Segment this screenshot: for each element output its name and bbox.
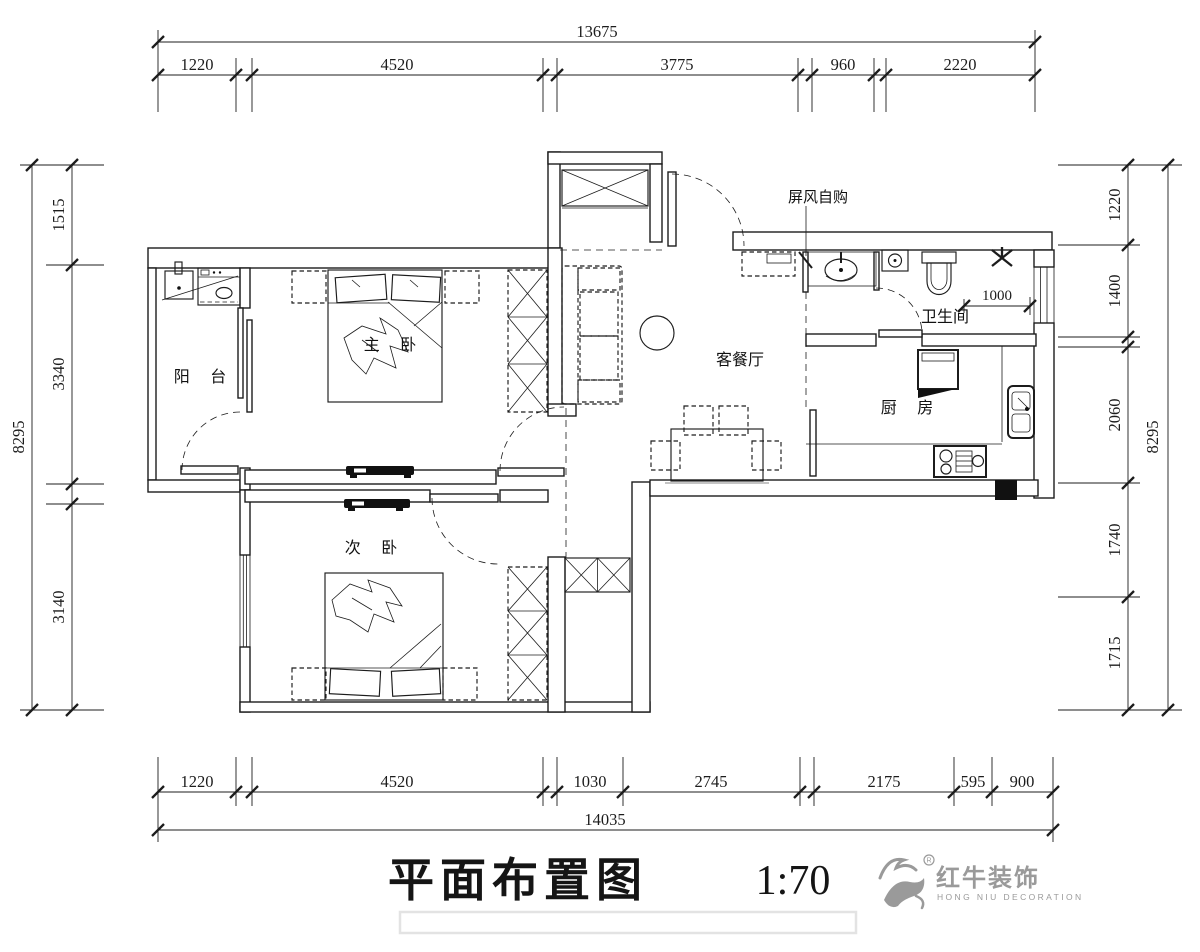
screen-note-leader	[798, 206, 813, 269]
washing-machine	[197, 267, 241, 306]
bathroom-washer	[881, 249, 909, 272]
round-side-table	[639, 315, 675, 351]
registered-mark-circle	[923, 854, 935, 866]
second-bedroom-door	[429, 493, 499, 565]
drawing-title: 平面布置图	[388, 854, 648, 906]
dim-bottom-overall: 14035	[584, 810, 625, 829]
bathroom-vanity	[807, 251, 877, 287]
kitchen-counter	[806, 346, 1003, 445]
room-label-kitchen: 厨 房	[881, 399, 941, 417]
room-label-bathroom: 卫生间	[921, 308, 969, 326]
master-bedroom-door	[497, 406, 565, 477]
dim-bot-6: 595	[961, 772, 986, 791]
dim-bot-4: 2745	[695, 772, 728, 791]
dimension-chain-left: 1515 3340 3140 8295	[9, 158, 104, 717]
footer-empty-box	[398, 910, 858, 935]
window-second-bedroom	[239, 554, 251, 648]
master-tv-stand	[346, 466, 414, 478]
balcony-sink	[161, 261, 239, 301]
master-nightstand-right	[444, 270, 480, 304]
second-tv-stand	[344, 499, 410, 511]
dim-bot-7: 900	[1010, 772, 1035, 791]
dim-top-2: 4520	[381, 55, 414, 74]
dimension-chain-top: 13675 1220 4520 3775 960 2220	[151, 22, 1042, 112]
brand-logo: R 红牛装饰 HONG NIU DECORATION	[878, 854, 1084, 910]
top-ticks	[151, 35, 1042, 82]
bull-icon	[878, 857, 925, 910]
dim-bot-1: 1220	[181, 772, 214, 791]
second-nightstand-left	[291, 667, 327, 701]
room-label-master-bedroom: 主 卧	[364, 336, 424, 354]
dim-right-1: 1220	[1105, 189, 1124, 222]
dim-top-overall: 13675	[576, 22, 617, 41]
dim-right-overall: 8295	[1143, 421, 1162, 454]
right-ticks	[1121, 158, 1175, 717]
dim-left-3: 3140	[49, 591, 68, 624]
bathroom-door	[875, 287, 923, 338]
screen-note-label: 屏风自购	[788, 189, 848, 206]
dim-top-5: 2220	[944, 55, 977, 74]
room-label-second-bedroom: 次 卧	[345, 539, 405, 557]
kitchen-sink	[1007, 385, 1035, 439]
dim-bath-1000: 1000	[982, 288, 1012, 304]
toilet	[921, 251, 957, 296]
dim-top-3: 3775	[661, 55, 694, 74]
sliding-window-balcony-partition	[237, 307, 253, 413]
dim-right-5: 1715	[1105, 637, 1124, 670]
open-boundaries	[560, 249, 807, 558]
dim-top-4: 960	[831, 55, 856, 74]
shoe-cabinet	[741, 251, 796, 277]
dim-left-overall: 8295	[9, 421, 28, 454]
balcony-door	[180, 411, 241, 475]
dimension-chain-bottom: 1220 4520 1030 2745 2175 595 900 14035	[151, 757, 1060, 842]
second-nightstand-right	[442, 667, 478, 701]
bottom-ticks	[151, 785, 1060, 837]
dim-left-2: 3340	[49, 358, 68, 391]
drawing-scale: 1:70	[756, 858, 831, 904]
dim-right-2: 1400	[1105, 275, 1124, 308]
dim-right-3: 2060	[1105, 399, 1124, 432]
dim-bot-3: 1030	[574, 772, 607, 791]
hall-cabinet	[564, 557, 631, 593]
master-bed	[327, 269, 443, 403]
left-ticks	[25, 158, 79, 717]
master-nightstand-left	[291, 270, 327, 304]
structural-column	[995, 480, 1017, 500]
sofa	[561, 265, 623, 405]
dim-top-1: 1220	[181, 55, 214, 74]
registered-mark: R	[926, 858, 931, 865]
walls	[147, 151, 1055, 713]
second-bed	[324, 572, 444, 701]
dim-bot-5: 2175	[868, 772, 901, 791]
second-wardrobe	[507, 566, 548, 701]
room-label-balcony: 阳 台	[174, 368, 234, 386]
master-wardrobe	[507, 269, 548, 413]
room-label-living-dining: 客餐厅	[716, 351, 764, 369]
window-right-bathroom	[1033, 266, 1055, 324]
entry-door	[667, 171, 745, 247]
brand-name-cn: 红牛装饰	[936, 864, 1040, 892]
dim-right-4: 1740	[1105, 524, 1124, 557]
dimension-chain-right: 1220 1400 2060 1740 1715 8295	[1058, 158, 1182, 717]
bath-inner-dimension: 1000	[957, 288, 1037, 315]
fridge	[917, 349, 959, 398]
dim-left-1: 1515	[49, 199, 68, 232]
dim-bot-2: 4520	[381, 772, 414, 791]
brand-name-en: HONG NIU DECORATION	[937, 892, 1084, 902]
floor-drain-icon	[991, 247, 1013, 267]
dining-set	[650, 405, 782, 484]
gas-stove	[933, 445, 987, 478]
entry-niche-cabinet	[561, 169, 649, 209]
